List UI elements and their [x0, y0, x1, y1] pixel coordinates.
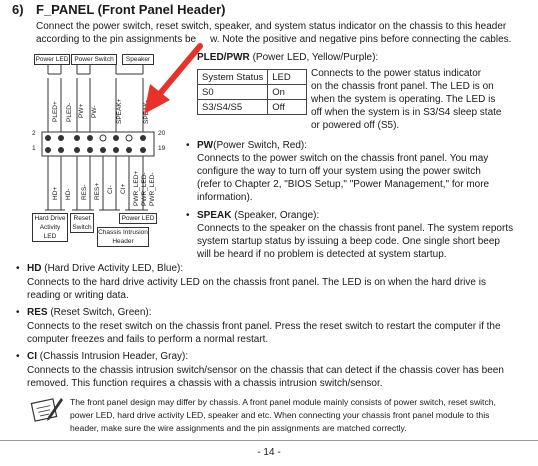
pin-label: HD+: [52, 186, 59, 200]
pin-label: HD-: [65, 188, 72, 200]
power-switch-top-label: Power Switch: [71, 54, 117, 65]
note-text: The front panel design may differ by cha…: [70, 397, 496, 433]
ci-heading: CI (Chassis Intrusion Header, Gray):: [16, 350, 188, 363]
ci-description: Connects to the chassis intrusion switch…: [27, 365, 504, 389]
power-led-top-label: Power LED: [34, 54, 70, 65]
speaker-top-label: Speaker: [122, 54, 154, 65]
pled-description: Connects to the power status indicator o…: [311, 68, 502, 131]
section-title: F_PANEL (Front Panel Header): [36, 2, 226, 17]
pin-label: CI+: [120, 183, 127, 194]
hd-description: Connects to the hard drive activity LED …: [27, 277, 486, 301]
pin-number: 19: [158, 145, 166, 152]
header-diagram: Power LED Power Switch Speaker PLED+ PLE…: [0, 50, 190, 247]
page-number: - 14 -: [257, 447, 281, 458]
pw-heading: PW(Power Switch, Red):: [186, 139, 307, 152]
pin-label: RES-: [81, 184, 88, 200]
res-description: Connects to the reset switch on the chas…: [27, 321, 501, 345]
table-header: LED: [267, 69, 308, 85]
pin-label: CI-: [107, 185, 114, 194]
note-pencil-icon: [30, 398, 63, 422]
pin-label: PWR_LED-: [141, 172, 148, 206]
pin-label: RES+: [94, 182, 101, 200]
speak-heading: SPEAK (Speaker, Orange):: [186, 209, 319, 222]
pin-label: PWR_LED+: [133, 170, 140, 206]
footer-divider: [0, 440, 538, 441]
hd-heading: HD (Hard Drive Activity LED, Blue):: [16, 262, 183, 275]
pin-label: PWR_LED-: [149, 172, 156, 206]
red-arrow-icon: [144, 43, 203, 114]
pin-number: 20: [158, 130, 166, 137]
table-header: System Status: [196, 69, 269, 85]
pw-description: Connects to the power switch on the chas…: [197, 153, 490, 203]
res-heading: RES (Reset Switch, Green):: [16, 306, 151, 319]
section-number: 6): [12, 2, 24, 17]
pin-number: 2: [32, 130, 36, 137]
speak-description: Connects to the speaker on the chassis f…: [197, 223, 514, 260]
intro-line-1: Connect the power switch, reset switch, …: [36, 21, 507, 32]
pin-header-svg: [41, 65, 155, 211]
power-led-bottom-label: Power LED: [119, 213, 157, 224]
pled-heading: PLED/PWR (Power LED, Yellow/Purple):: [197, 52, 379, 63]
pin-number: 1: [32, 145, 36, 152]
